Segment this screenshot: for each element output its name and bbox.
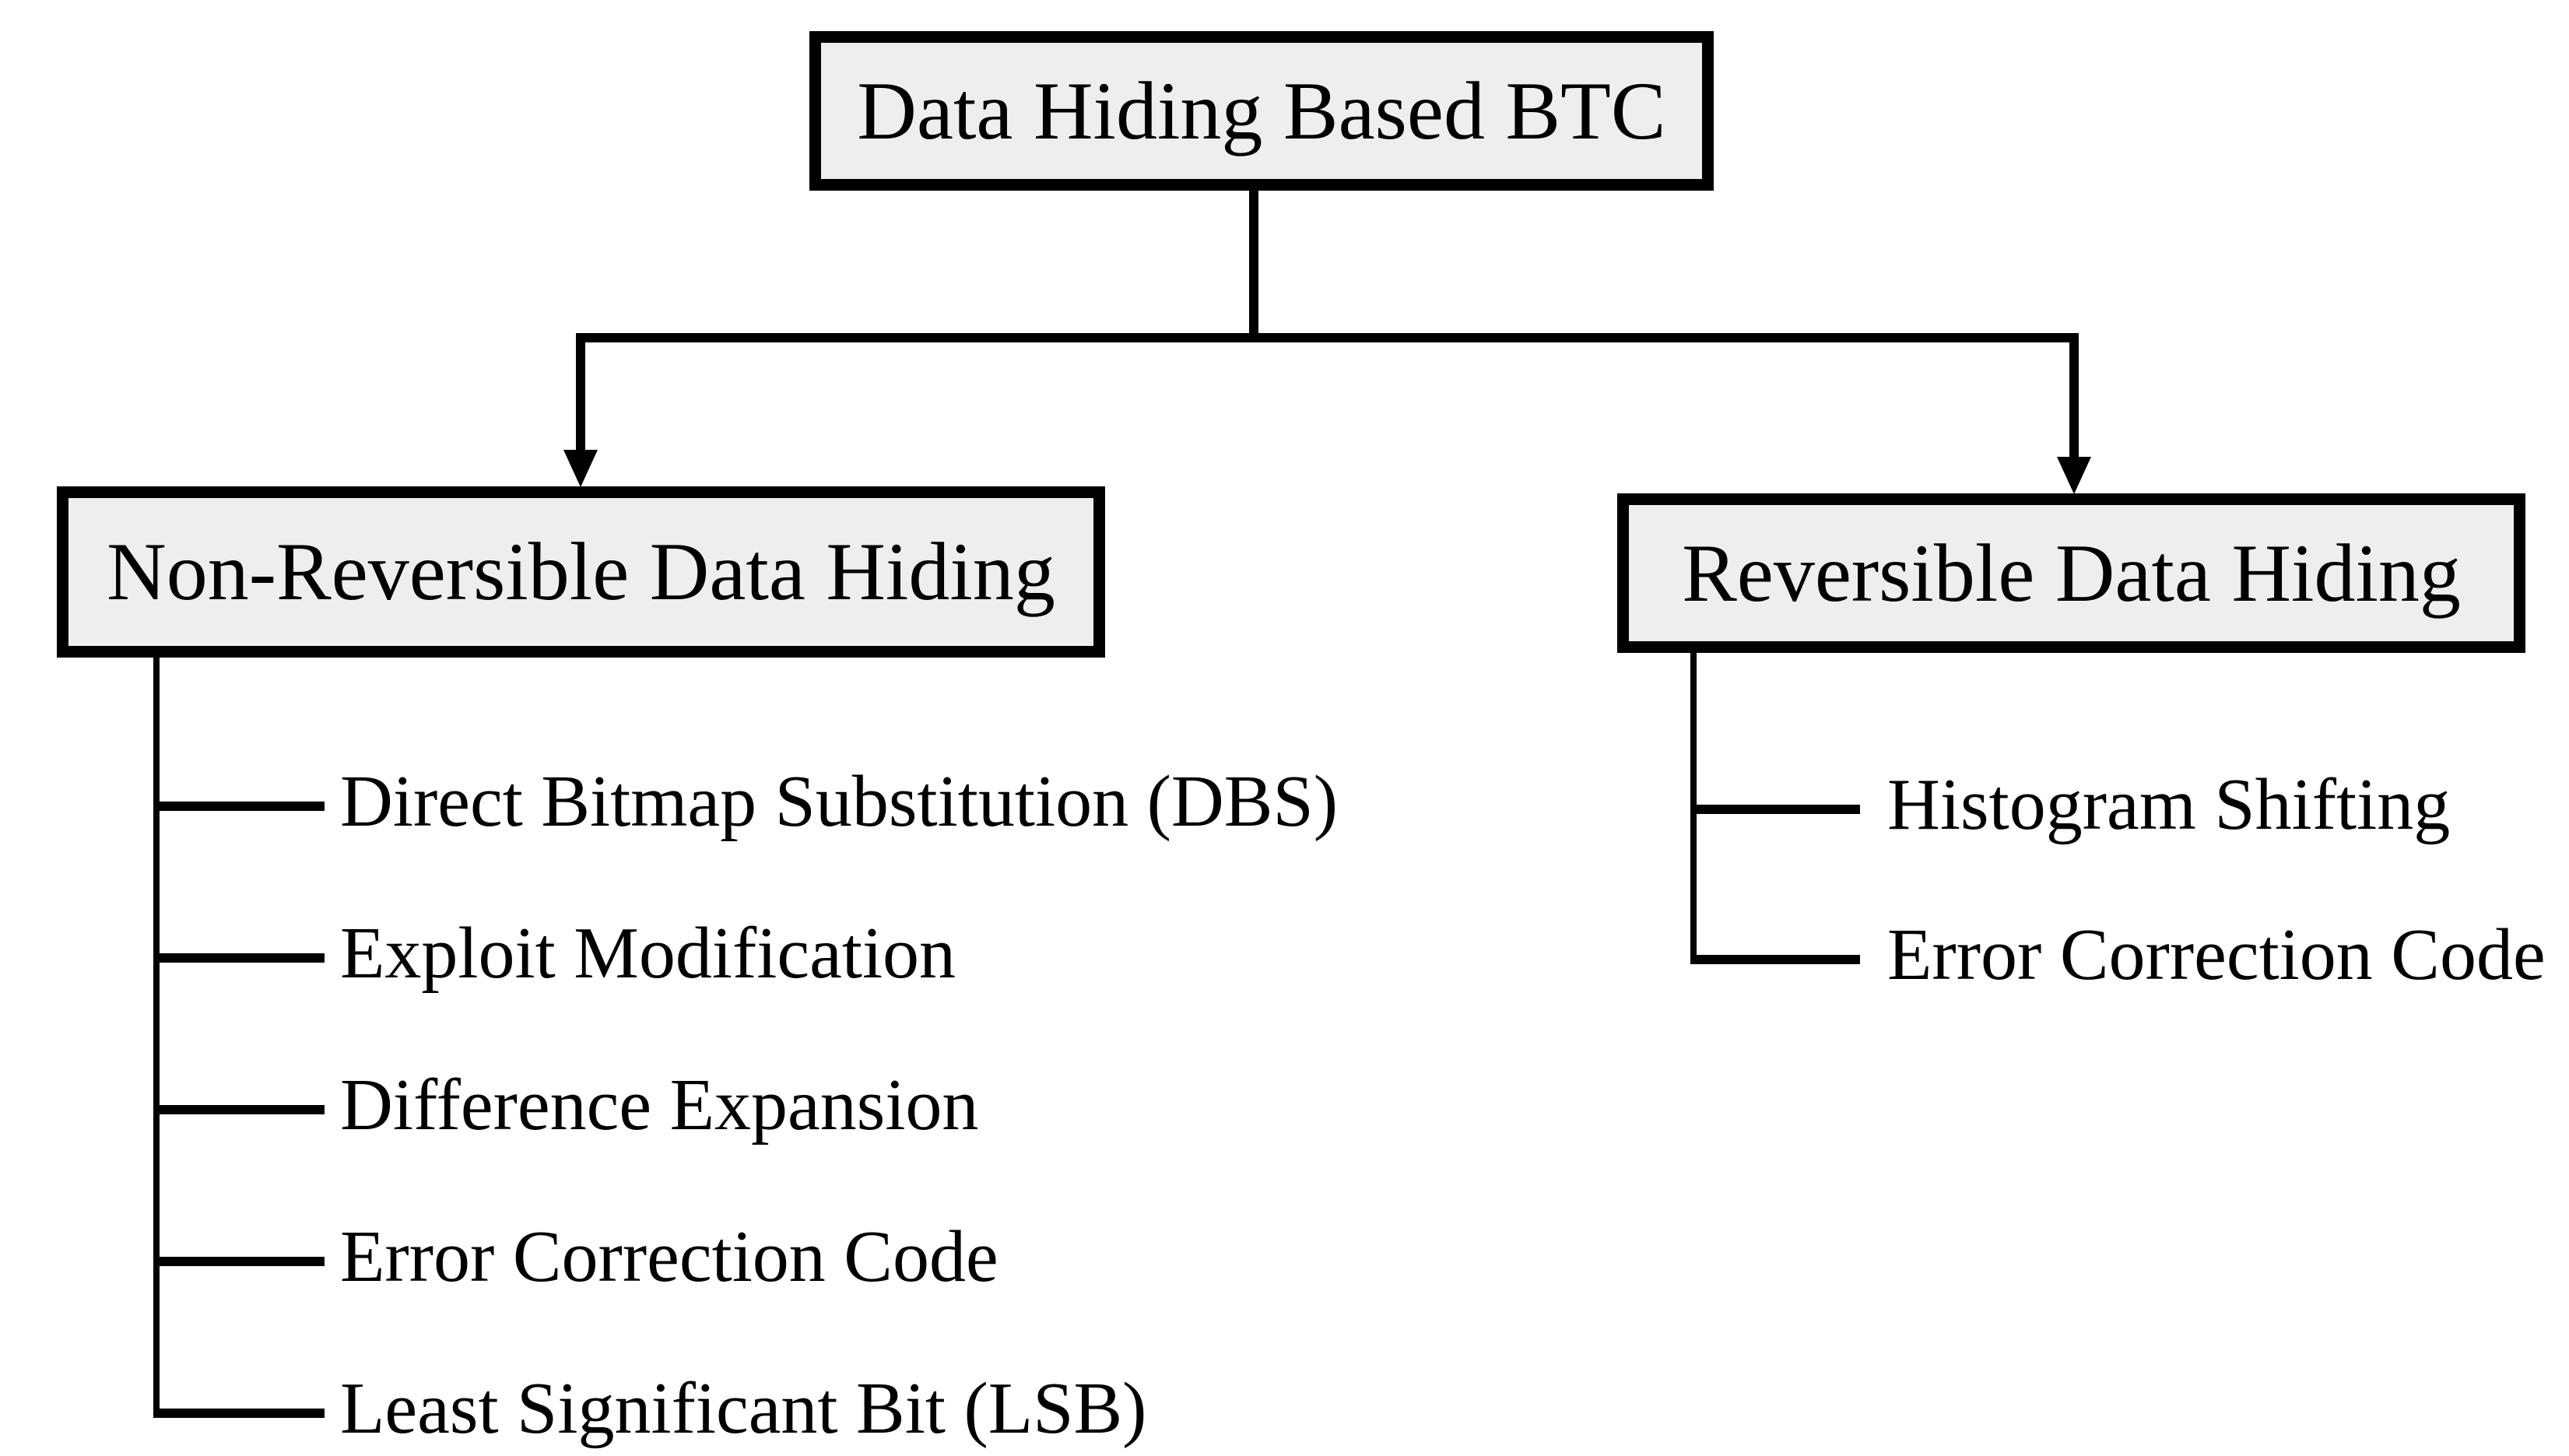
root-node-data-hiding-based-btc: Data Hiding Based BTC bbox=[809, 31, 1714, 191]
leaf-label-exploit-modification: Exploit Modification bbox=[340, 913, 956, 994]
leaf-label-difference-expansion: Difference Expansion bbox=[340, 1065, 979, 1146]
connector-root-stem bbox=[1249, 191, 1258, 342]
down-arrowhead-icon bbox=[2057, 457, 2091, 494]
leaf-label-error-correction-code: Error Correction Code bbox=[340, 1216, 998, 1297]
left-branch-trunk-line bbox=[153, 658, 160, 1418]
leaf-stub-line bbox=[1690, 805, 1860, 814]
leaf-stub-line bbox=[153, 1257, 325, 1266]
connector-left-drop bbox=[576, 333, 585, 454]
branch-node-non-reversible: Non-Reversible Data Hiding bbox=[57, 486, 1105, 658]
branch-node-reversible: Reversible Data Hiding bbox=[1617, 493, 2525, 653]
down-arrowhead-icon bbox=[563, 450, 598, 487]
leaf-stub-line bbox=[1690, 955, 1860, 964]
leaf-label-least-significant-bit: Least Significant Bit (LSB) bbox=[340, 1368, 1147, 1449]
branch-node-label: Reversible Data Hiding bbox=[1682, 527, 2461, 619]
leaf-label-histogram-shifting: Histogram Shifting bbox=[1887, 764, 2451, 845]
connector-cross-bar bbox=[576, 333, 2079, 342]
leaf-stub-line bbox=[153, 953, 325, 963]
leaf-label-direct-bitmap-substitution: Direct Bitmap Substitution (DBS) bbox=[340, 761, 1339, 842]
root-node-label: Data Hiding Based BTC bbox=[857, 65, 1666, 156]
branch-node-label: Non-Reversible Data Hiding bbox=[107, 526, 1055, 617]
leaf-stub-line bbox=[153, 1105, 325, 1114]
leaf-label-error-correction-code: Error Correction Code bbox=[1887, 914, 2546, 995]
connector-right-drop bbox=[2069, 333, 2079, 461]
leaf-stub-line bbox=[153, 1409, 325, 1418]
leaf-stub-line bbox=[153, 802, 325, 811]
